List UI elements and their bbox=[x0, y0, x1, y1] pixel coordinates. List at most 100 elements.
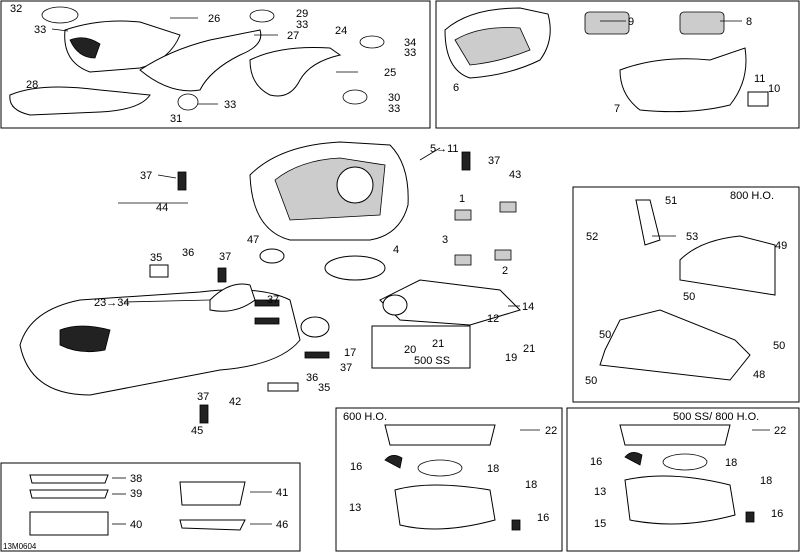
callout-42: 42 bbox=[229, 396, 241, 408]
callout-2: 2 bbox=[502, 265, 508, 277]
callout-21a: 21 bbox=[432, 338, 444, 350]
callout-8: 8 bbox=[746, 16, 752, 28]
callout-50a: 50 bbox=[683, 291, 695, 303]
tuned-pipe-23-34 bbox=[19, 283, 301, 396]
callout-27: 27 bbox=[287, 30, 299, 42]
callout-48: 48 bbox=[753, 369, 765, 381]
callout-50d: 50 bbox=[585, 375, 597, 387]
figure-code: 13M0604 bbox=[3, 542, 37, 551]
manifold-12-14 bbox=[379, 279, 521, 326]
callout-37b: 37 bbox=[140, 170, 152, 182]
panel-decals bbox=[0, 462, 301, 552]
callout-4: 4 bbox=[393, 244, 399, 256]
callout-49: 49 bbox=[775, 240, 787, 252]
callout-21b: 21 bbox=[523, 343, 535, 355]
muffler-6 bbox=[444, 7, 551, 79]
callout-28: 28 bbox=[26, 79, 38, 91]
callout-37c: 37 bbox=[219, 251, 231, 263]
panel-muffler-parts bbox=[435, 0, 800, 129]
callout-51: 51 bbox=[665, 195, 677, 207]
pipe-13b-15 bbox=[624, 475, 755, 525]
plate-48 bbox=[599, 309, 751, 381]
callout-20: 20 bbox=[404, 344, 416, 356]
callout-43: 43 bbox=[509, 169, 521, 181]
callout-1: 1 bbox=[459, 193, 465, 205]
callout-16c: 16 bbox=[590, 456, 602, 468]
heat-shield-25 bbox=[249, 47, 342, 97]
callout-52: 52 bbox=[586, 231, 598, 243]
callout-12: 12 bbox=[487, 313, 499, 325]
decals bbox=[29, 474, 246, 536]
callout-14: 14 bbox=[522, 301, 534, 313]
callout-32: 32 bbox=[10, 3, 22, 15]
callout-41: 41 bbox=[276, 487, 288, 499]
callout-16b: 16 bbox=[537, 512, 549, 524]
callout-37a: 37 bbox=[488, 155, 500, 167]
panel-800ho bbox=[572, 186, 800, 403]
gaskets-8-9 bbox=[584, 11, 725, 35]
callout-13a: 13 bbox=[349, 502, 361, 514]
callout-33a: 33 bbox=[34, 24, 46, 36]
callout-18a: 18 bbox=[487, 463, 499, 475]
callout-36b: 36 bbox=[306, 372, 318, 384]
callout-38: 38 bbox=[130, 473, 142, 485]
callout-31: 31 bbox=[170, 113, 182, 125]
callout-3: 3 bbox=[442, 234, 448, 246]
callout-29: 29 bbox=[296, 8, 308, 20]
header-800ho: 800 H.O. bbox=[730, 190, 774, 202]
callout-18c: 18 bbox=[725, 457, 737, 469]
heat-shield-27 bbox=[139, 29, 262, 92]
springs bbox=[177, 151, 471, 424]
callout-16d: 16 bbox=[771, 508, 783, 520]
bracket-10-11 bbox=[747, 91, 769, 107]
callout-50c: 50 bbox=[773, 340, 785, 352]
header-600ho: 600 H.O. bbox=[343, 411, 387, 423]
callout-18b: 18 bbox=[525, 479, 537, 491]
callout-22a: 22 bbox=[545, 425, 557, 437]
shield-22b bbox=[619, 424, 731, 446]
callout-26: 26 bbox=[208, 13, 220, 25]
leader-lines bbox=[51, 17, 770, 525]
callout-35b: 35 bbox=[318, 382, 330, 394]
callout-34: 34 bbox=[404, 37, 416, 49]
bracket-51 bbox=[635, 199, 661, 246]
panel-600ho bbox=[335, 407, 563, 552]
callout-6: 6 bbox=[453, 82, 459, 94]
callout-24: 24 bbox=[335, 25, 347, 37]
callout-47: 47 bbox=[247, 234, 259, 246]
clamp-rings bbox=[177, 9, 385, 111]
callout-36a: 36 bbox=[182, 247, 194, 259]
callout-11: 11 bbox=[754, 73, 765, 85]
callout-17: 17 bbox=[344, 347, 356, 359]
callout-5-11: 5→11 bbox=[430, 143, 459, 155]
pipe-13a bbox=[394, 484, 521, 531]
callout-18d: 18 bbox=[760, 475, 772, 487]
seal-rings bbox=[259, 248, 386, 338]
callout-22b: 22 bbox=[774, 425, 786, 437]
callout-40: 40 bbox=[130, 519, 142, 531]
callout-16a: 16 bbox=[350, 461, 362, 473]
clamps-16-18-b bbox=[624, 452, 708, 471]
callout-44: 44 bbox=[156, 202, 168, 214]
callout-23-34: 23→34 bbox=[94, 297, 129, 309]
panel-500ss-inset bbox=[371, 325, 471, 369]
callout-33c: 33 bbox=[404, 47, 416, 59]
brackets-1-2 bbox=[454, 201, 517, 266]
callout-45: 45 bbox=[191, 425, 203, 437]
panel-500ss-800ho bbox=[566, 407, 800, 552]
shield-22a bbox=[384, 424, 496, 446]
heat-shield-32-group bbox=[41, 6, 181, 73]
callout-37f: 37 bbox=[197, 391, 209, 403]
heat-shield-28 bbox=[9, 86, 151, 116]
heat-shield-7 bbox=[619, 47, 747, 113]
callout-9: 9 bbox=[628, 16, 634, 28]
muffler-5-11 bbox=[249, 141, 409, 241]
header-500ss: 500 SS bbox=[414, 355, 450, 367]
callout-33e: 33 bbox=[388, 103, 400, 115]
callout-19: 19 bbox=[505, 352, 517, 364]
callout-39: 39 bbox=[130, 488, 142, 500]
header-500ss-800ho: 500 SS/ 800 H.O. bbox=[673, 411, 759, 423]
callout-7: 7 bbox=[614, 103, 620, 115]
callout-15: 15 bbox=[594, 518, 606, 530]
